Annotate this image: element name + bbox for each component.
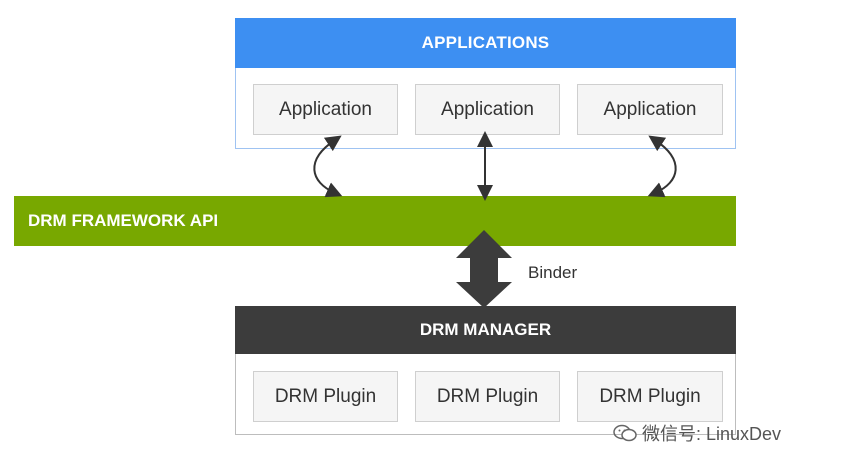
- application-box-3: Application: [577, 84, 723, 135]
- application-box-1: Application: [253, 84, 398, 135]
- drm-manager-header: DRM MANAGER: [235, 306, 736, 354]
- watermark: 微信号: LinuxDev: [612, 420, 781, 446]
- watermark-text: 微信号: LinuxDev: [642, 424, 782, 444]
- drm-framework-api-bar: DRM FRAMEWORK API: [14, 196, 736, 246]
- drm-plugin-box-2: DRM Plugin: [415, 371, 560, 422]
- binder-double-arrow: [456, 230, 512, 308]
- application-box-2: Application: [415, 84, 560, 135]
- right-curved-arrow: [647, 135, 677, 198]
- drm-plugin-box-3: DRM Plugin: [577, 371, 723, 422]
- left-curved-arrow: [313, 135, 343, 198]
- binder-label: Binder: [528, 263, 578, 282]
- drm-plugin-box-1: DRM Plugin: [253, 371, 398, 422]
- drm-framework-api-label: DRM FRAMEWORK API: [28, 211, 219, 230]
- applications-header: APPLICATIONS: [235, 18, 736, 68]
- wechat-icon: [613, 424, 637, 442]
